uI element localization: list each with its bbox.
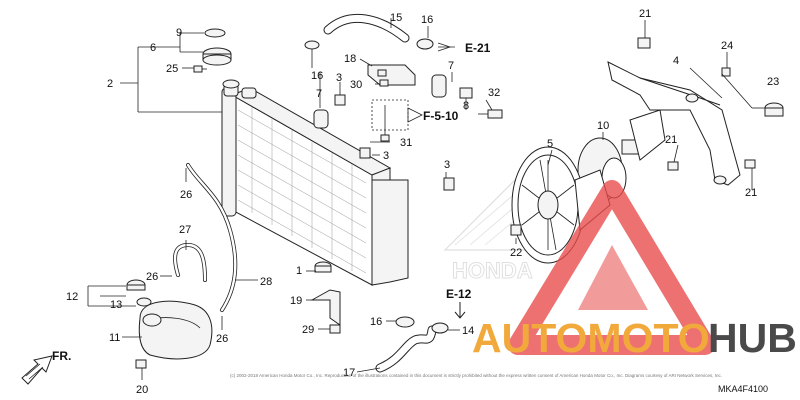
seal-13: [136, 297, 152, 307]
grommet-3-mid: [359, 147, 371, 159]
callout-8: 8: [463, 100, 469, 112]
callout-7-radiator: 7: [316, 88, 322, 100]
watermark-text-hub: HUB: [708, 315, 797, 361]
bolt-21-top: [637, 37, 651, 49]
callout-29: 29: [302, 324, 314, 336]
automotohub-watermark: AUTOMOTO HUB: [472, 180, 797, 361]
callout-24: 24: [721, 40, 733, 52]
cooling-fan-5: [511, 146, 611, 264]
callout-16-upper-left: 16: [311, 70, 323, 82]
collar-8: [459, 87, 473, 99]
callout-18: 18: [344, 53, 356, 65]
grommet-3-upper: [334, 94, 346, 106]
callout-21-low: 21: [745, 187, 757, 199]
callout-22: 22: [510, 247, 522, 259]
callout-3-upper: 3: [336, 72, 342, 84]
callout-15: 15: [390, 12, 402, 24]
bolt-29: [329, 324, 341, 334]
callout-20: 20: [136, 384, 148, 396]
reference-e12: E-12: [446, 287, 472, 301]
callout-26-middle: 26: [146, 271, 158, 283]
fan-shroud-4: [607, 61, 741, 186]
siphon-hose-26: [186, 163, 238, 312]
callout-21-mid: 21: [665, 134, 677, 146]
leader-lines: [87, 18, 765, 380]
callout-14: 14: [462, 325, 474, 337]
bolt-25: [193, 65, 207, 73]
callout-5: 5: [547, 138, 553, 150]
honda-background-logo: HONDA: [443, 174, 602, 284]
callout-19: 19: [290, 295, 302, 307]
callout-11: 11: [109, 332, 120, 344]
grommet-7-radiator: [313, 109, 329, 129]
reference-codes: E-21 F-5-10 E-12: [423, 41, 491, 319]
hose-clamp-14: [431, 322, 449, 334]
upper-hose: [323, 13, 410, 43]
callout-13: 13: [110, 299, 122, 311]
callout-2: 2: [107, 78, 113, 90]
callout-26-lower: 26: [216, 333, 228, 345]
callout-4: 4: [673, 55, 679, 67]
watermark-triangle-logo: [508, 180, 715, 355]
hose-clamp-16-upper-right: [416, 38, 434, 50]
callout-3-fan: 3: [444, 159, 450, 171]
stay-19: [310, 289, 341, 326]
reserve-cap-12: [126, 279, 146, 291]
callout-1: 1: [296, 265, 302, 277]
reserve-tank-11: [138, 300, 213, 360]
diagram-code: MKA4F4100: [718, 384, 768, 394]
lower-hose-17: [375, 325, 437, 373]
callout-9: 9: [176, 27, 182, 39]
radiator-cap: [202, 28, 232, 66]
callout-3-mid: 3: [383, 150, 389, 162]
dashed-box-f510: [371, 99, 423, 131]
callout-26-upper: 26: [180, 189, 192, 201]
bolt-21-mid: [667, 161, 679, 171]
callout-labels: 9 6 25 2 15 16 16 18 3 30 7 7 8 32 31 3 …: [66, 8, 779, 396]
front-label: FR.: [52, 349, 71, 363]
nut-22: [510, 224, 522, 236]
callout-25: 25: [166, 63, 178, 75]
callout-32: 32: [488, 87, 500, 99]
thermo-switch-23: [764, 102, 784, 117]
callout-23: 23: [767, 76, 779, 88]
callout-6: 6: [150, 42, 156, 54]
callout-21-top: 21: [639, 8, 651, 20]
callout-27: 27: [179, 224, 191, 236]
grommet-3-fan: [443, 177, 455, 191]
radiator-core: [221, 79, 409, 286]
callout-16-upper-right: 16: [421, 14, 433, 26]
callout-17: 17: [343, 367, 355, 379]
hose-clamp-16-lower: [395, 316, 415, 328]
reference-e21: E-21: [465, 41, 491, 55]
callout-10: 10: [597, 120, 609, 132]
callout-7-upper: 7: [448, 60, 454, 72]
copyright-text: (c) 2002-2018 American Honda Motor Co., …: [230, 373, 722, 378]
bolt-20: [135, 359, 147, 369]
overflow-hose-27: [173, 242, 207, 282]
callout-28: 28: [260, 276, 272, 288]
grommet-1: [314, 261, 332, 273]
watermark-text-automoto: AUTOMOTO: [472, 315, 710, 361]
callout-16-lower: 16: [370, 316, 382, 328]
bolt-31: [380, 105, 390, 142]
callout-30: 30: [350, 79, 362, 91]
grommet-7-upper: [431, 74, 447, 98]
bracket-18: [367, 64, 416, 86]
front-direction-arrow: FR.: [21, 349, 71, 385]
bolt-32: [478, 109, 503, 119]
hose-clamp-16-upper-left: [304, 40, 320, 50]
radiator-fins: [237, 107, 367, 274]
bolt-21-low: [744, 159, 756, 169]
callout-31: 31: [400, 137, 412, 149]
bolt-30: [379, 79, 389, 87]
bolt-24: [721, 67, 731, 77]
honda-logo-text: HONDA: [452, 258, 533, 283]
reference-f510: F-5-10: [423, 109, 459, 123]
callout-12: 12: [66, 291, 78, 303]
